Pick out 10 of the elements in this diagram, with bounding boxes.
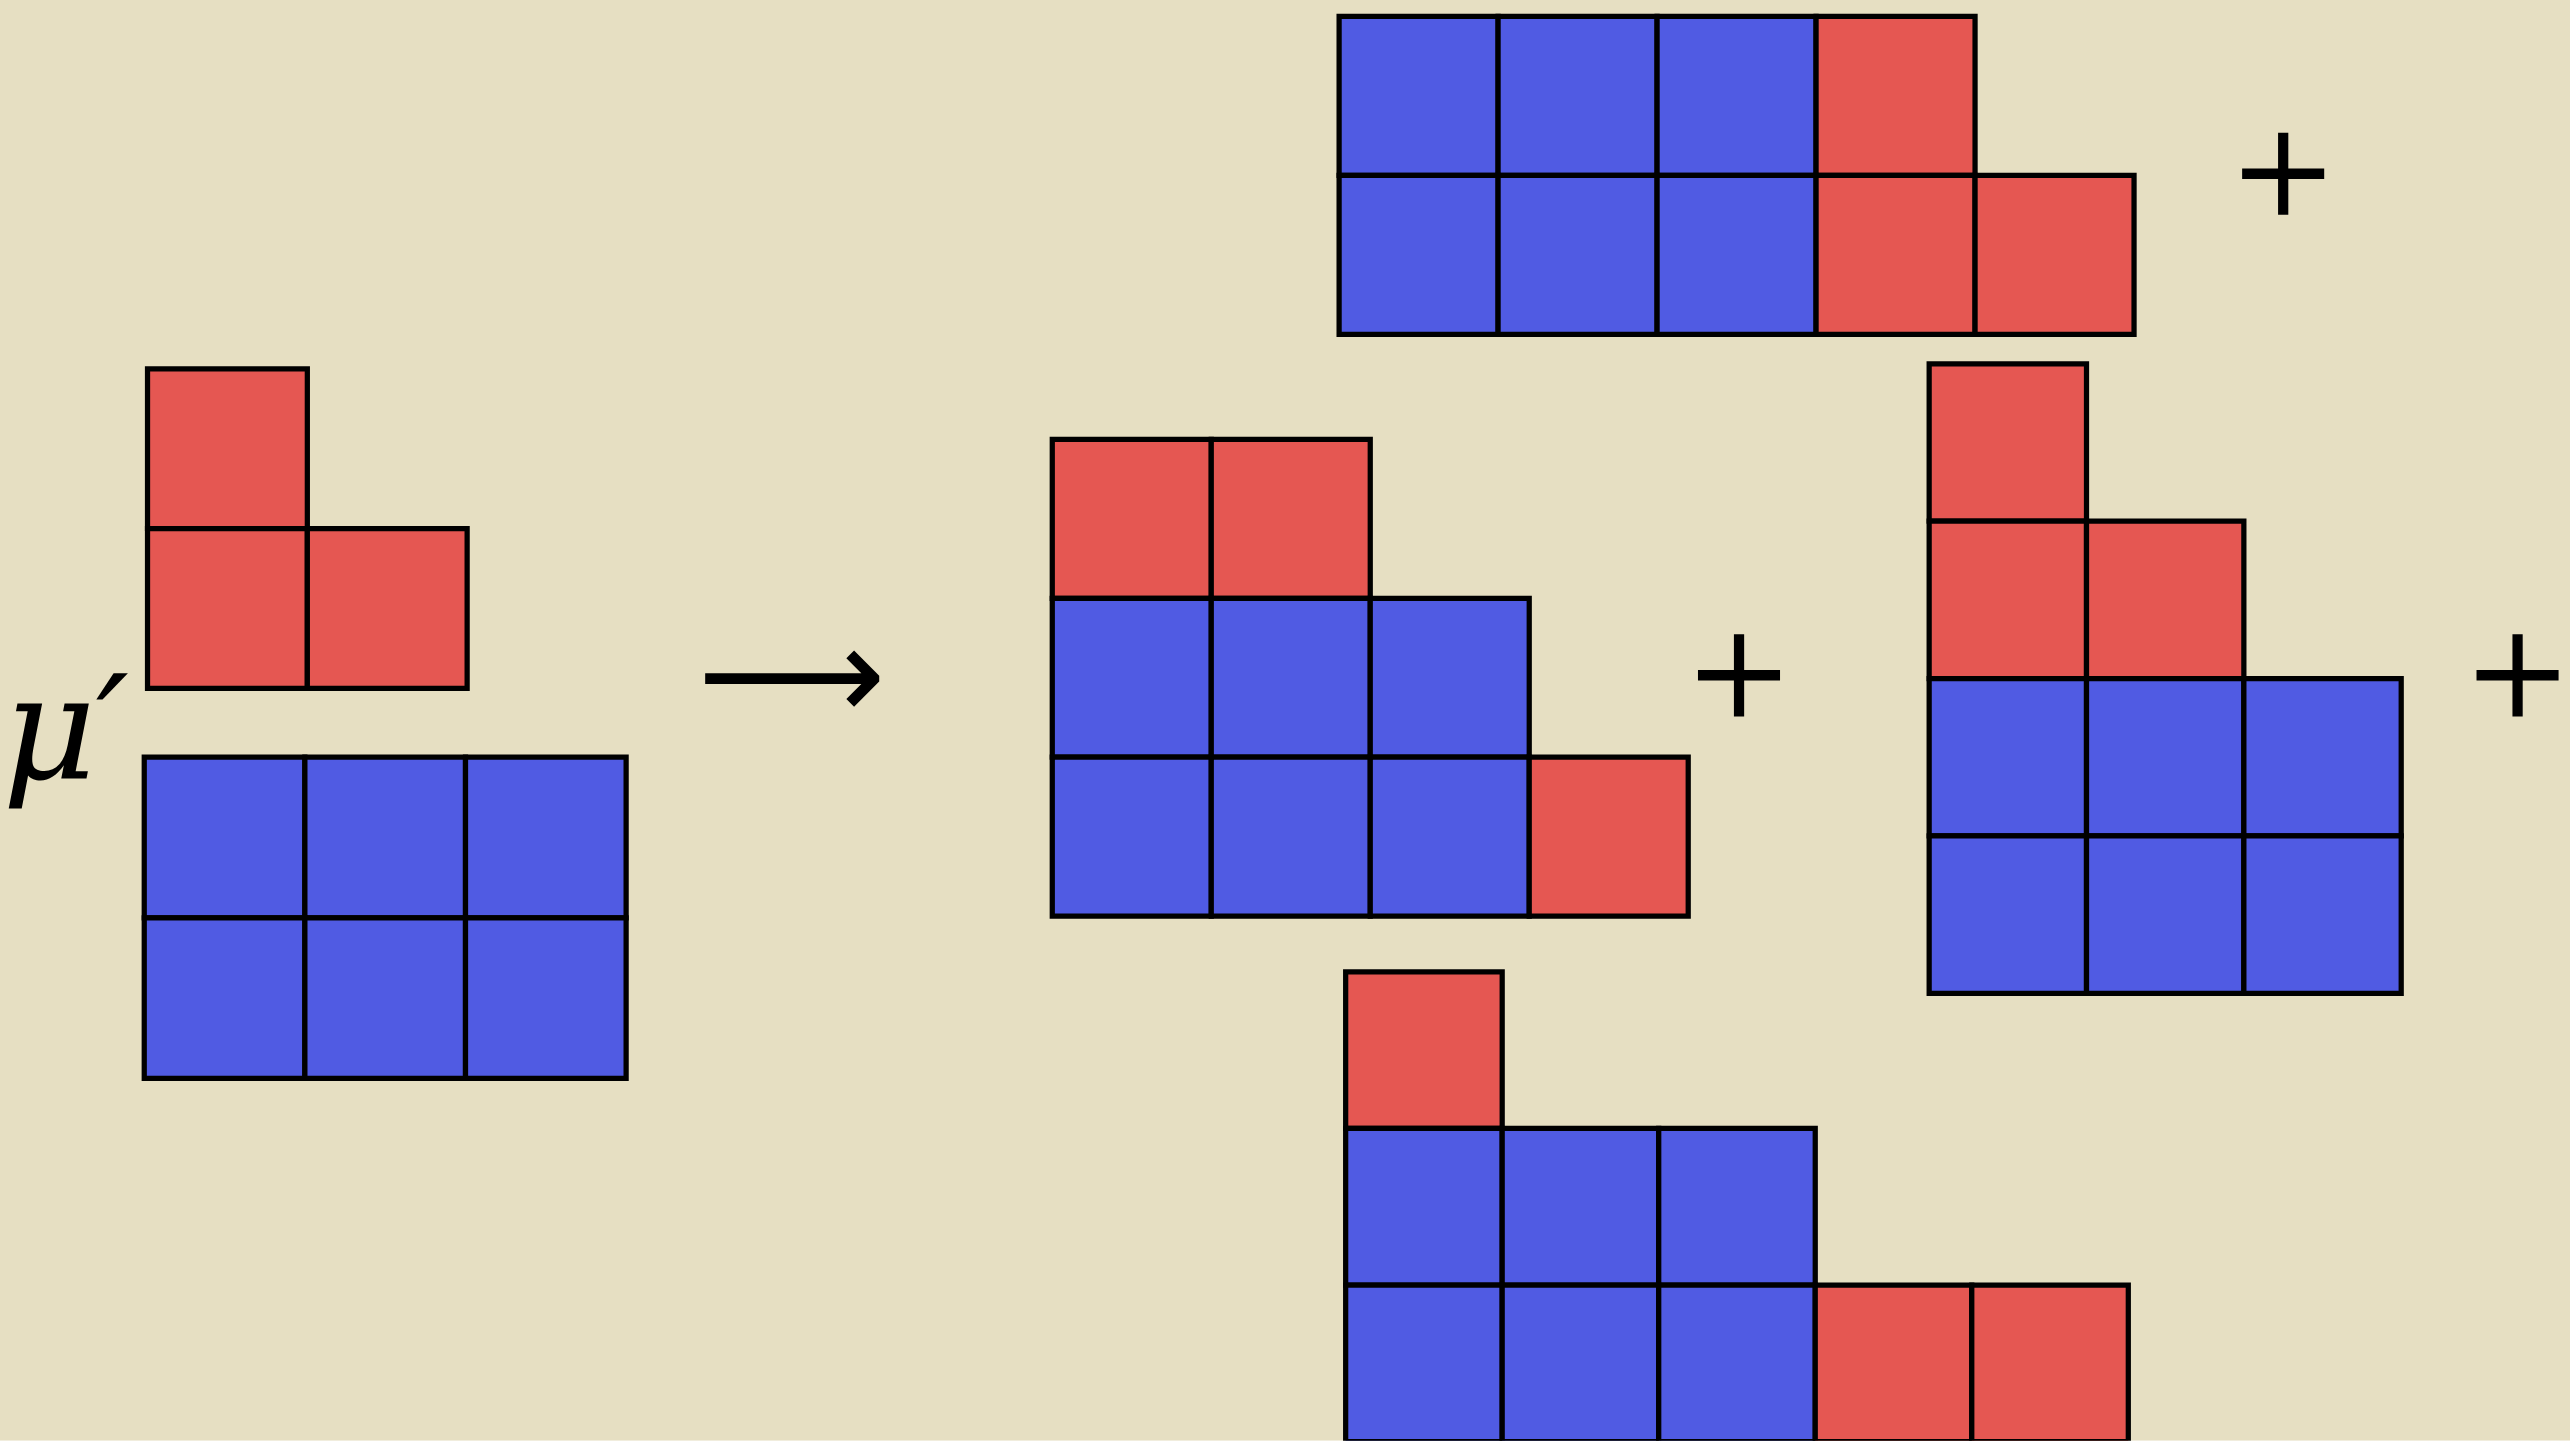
- young-diagram: [1926, 361, 2404, 997]
- young-diagram: [1343, 969, 2131, 1441]
- young-diagram: [141, 754, 629, 1082]
- young-diagram: [144, 366, 470, 692]
- mapping-arrow: ⟶: [705, 650, 880, 707]
- young-diagram: [1049, 436, 1691, 919]
- symbol-label: μ′: [8, 673, 128, 809]
- plus-sign: +: [2242, 132, 2325, 215]
- young-diagram: [1336, 13, 2137, 338]
- plus-sign: +: [1698, 634, 1781, 717]
